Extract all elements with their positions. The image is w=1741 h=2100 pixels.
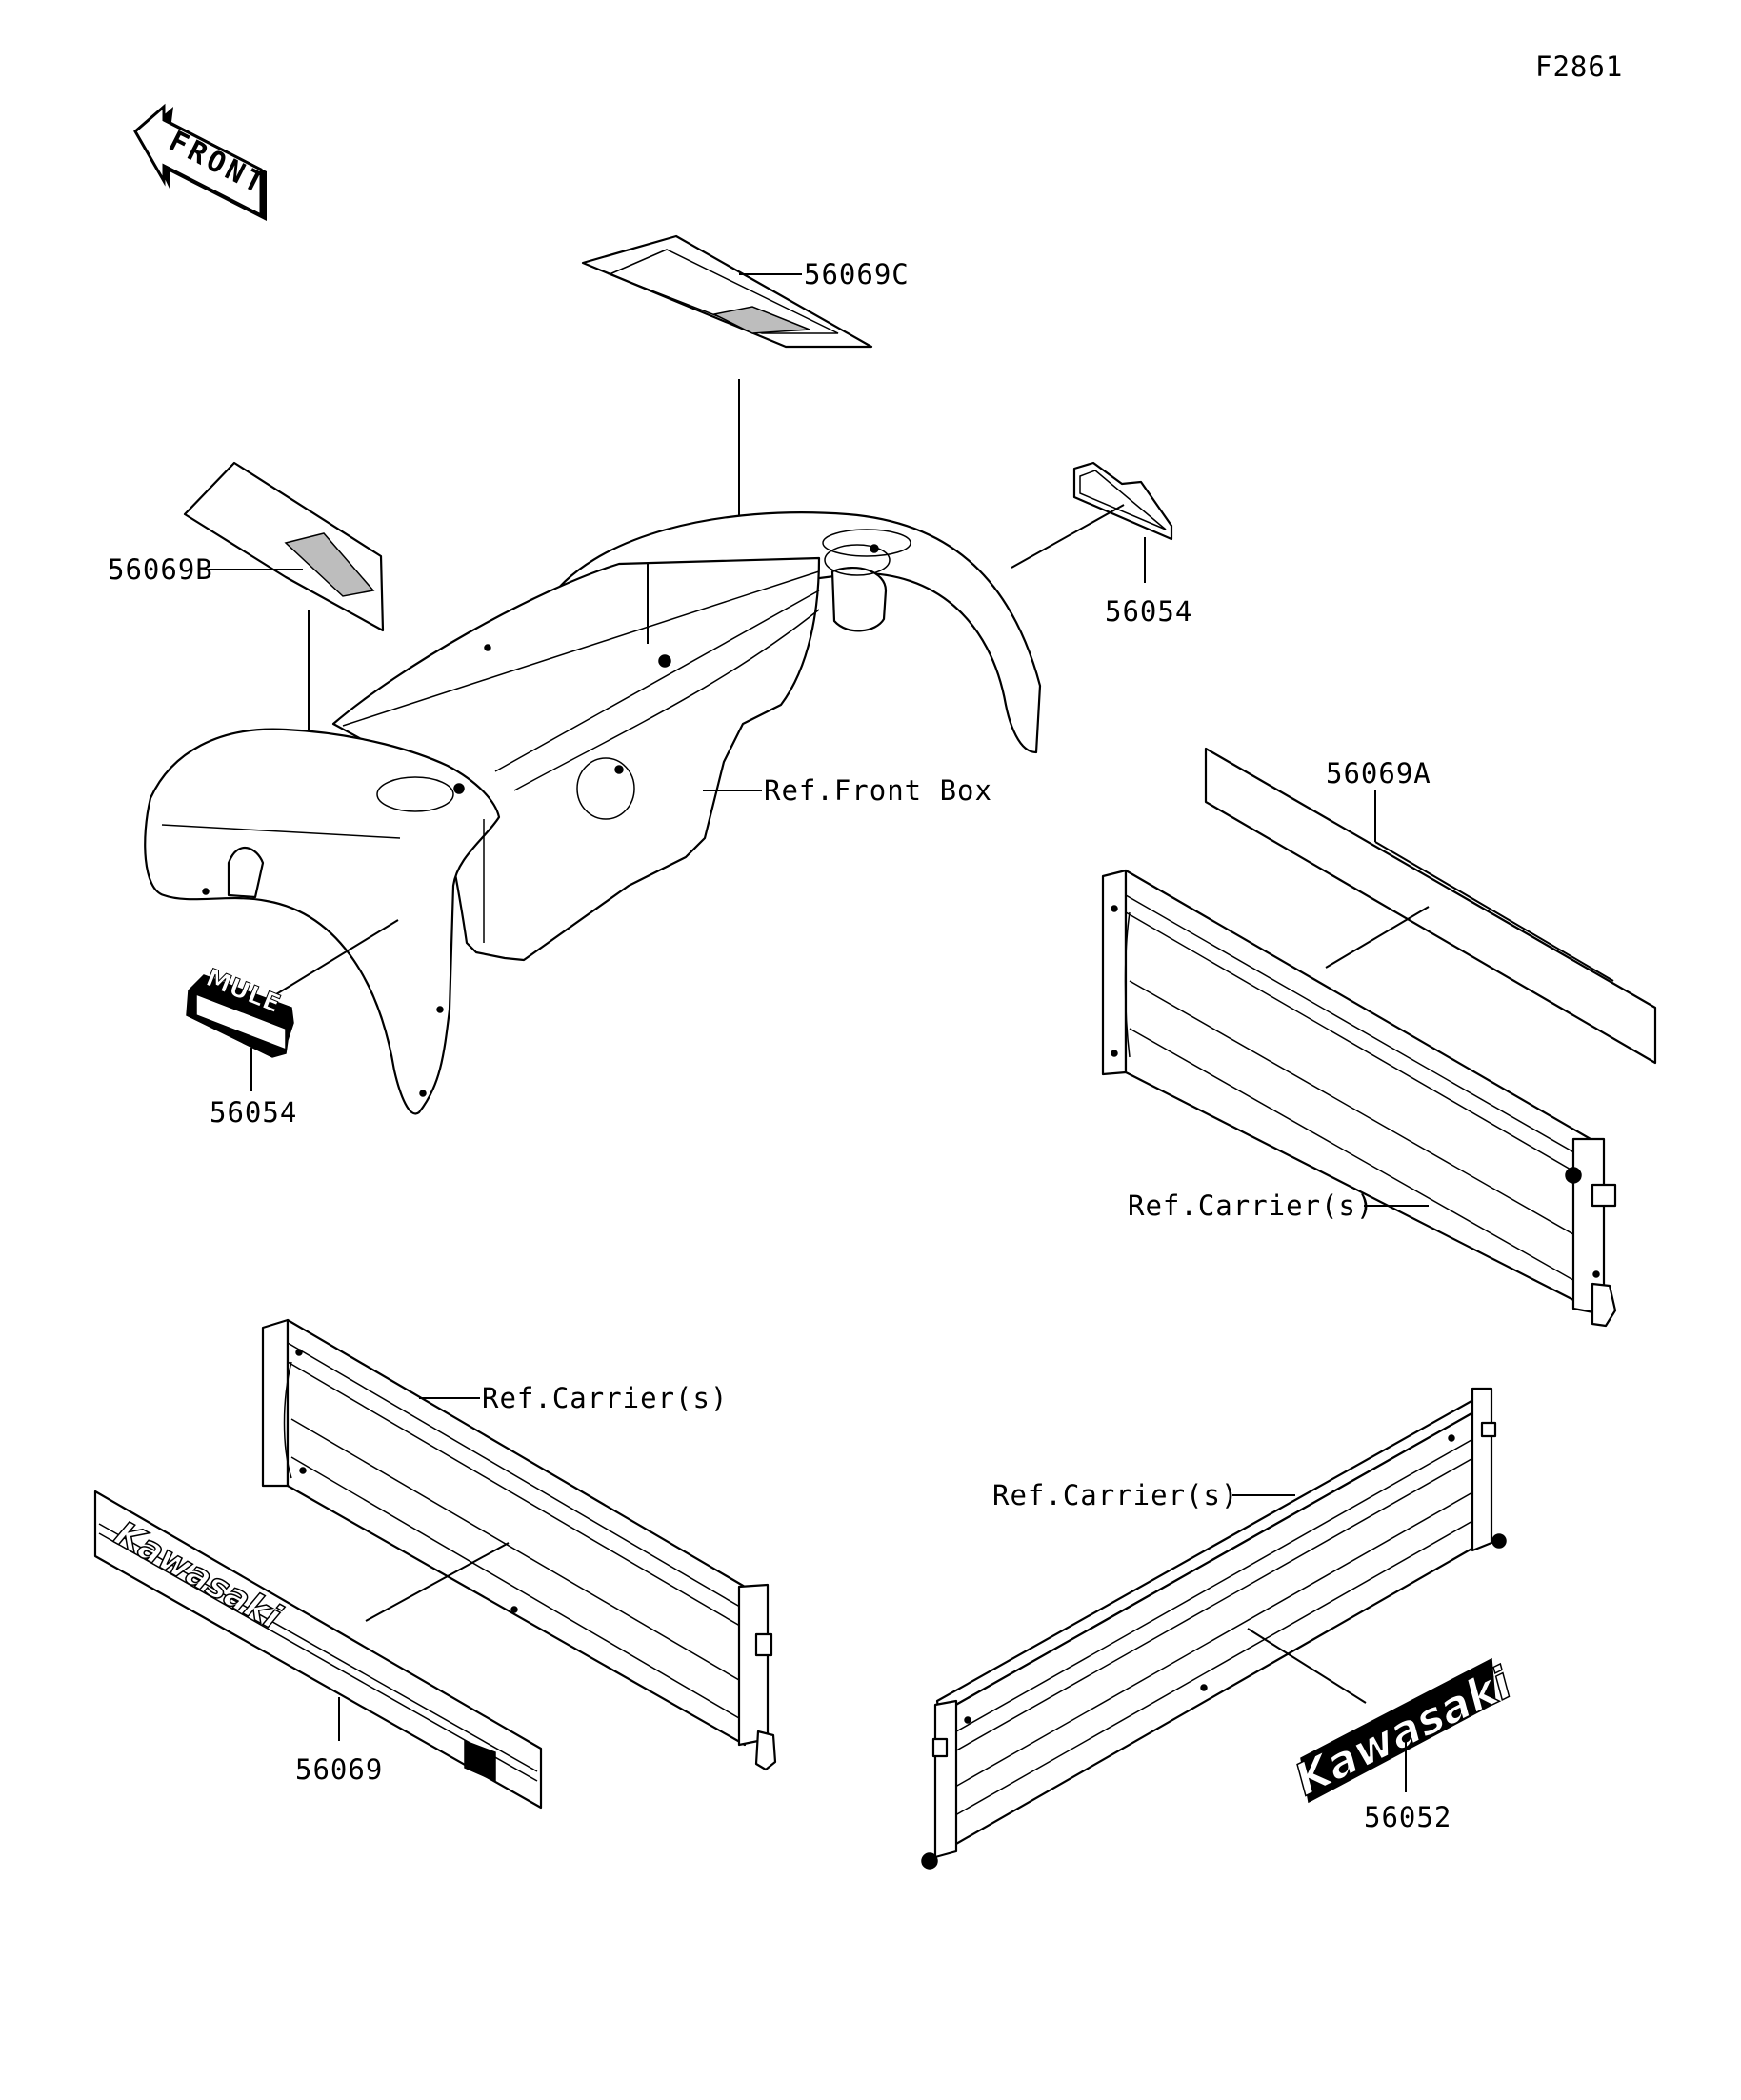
label-ref-front-box: Ref.Front Box	[764, 774, 992, 807]
leader-56069a-target	[1325, 906, 1430, 969]
label-56069a: 56069A	[1326, 757, 1431, 790]
leader-56054-right	[1011, 504, 1125, 569]
decal-56052-kawasaki: Kawasaki	[1286, 1656, 1520, 1807]
front-box-body	[144, 511, 1042, 1115]
carrier-panel-left	[261, 1318, 777, 1771]
label-56069: 56069	[295, 1753, 383, 1786]
carrier-panel-right	[1101, 869, 1617, 1328]
figure-id: F2861	[1535, 50, 1623, 83]
label-ref-carrier-left: Ref.Carrier(s)	[482, 1382, 728, 1414]
label-56069c: 56069C	[804, 258, 910, 290]
decal-56069a	[1204, 747, 1657, 1065]
leader-56069-target	[365, 1542, 510, 1622]
decal-56069b	[183, 461, 385, 632]
label-56052: 56052	[1364, 1801, 1451, 1833]
label-56069b: 56069B	[108, 553, 213, 586]
label-ref-carrier-bottom: Ref.Carrier(s)	[992, 1479, 1238, 1511]
decal-mule: MULE	[186, 963, 294, 1058]
leader-56052-target	[1247, 1628, 1367, 1704]
label-56054-left: 56054	[210, 1096, 297, 1129]
decal-56069c	[581, 234, 873, 349]
carrier-panel-bottom	[921, 1387, 1507, 1870]
label-56054-right: 56054	[1105, 595, 1192, 628]
decal-56054-right	[1072, 461, 1173, 541]
front-arrow-icon: FRONT	[133, 103, 272, 221]
leader-56069a-diag	[1374, 841, 1614, 982]
label-ref-carrier-right: Ref.Carrier(s)	[1128, 1190, 1373, 1222]
leader-56054-left-target	[275, 919, 399, 995]
decal-kawasaki-emblem-text: Kawasaki	[1287, 1656, 1520, 1805]
